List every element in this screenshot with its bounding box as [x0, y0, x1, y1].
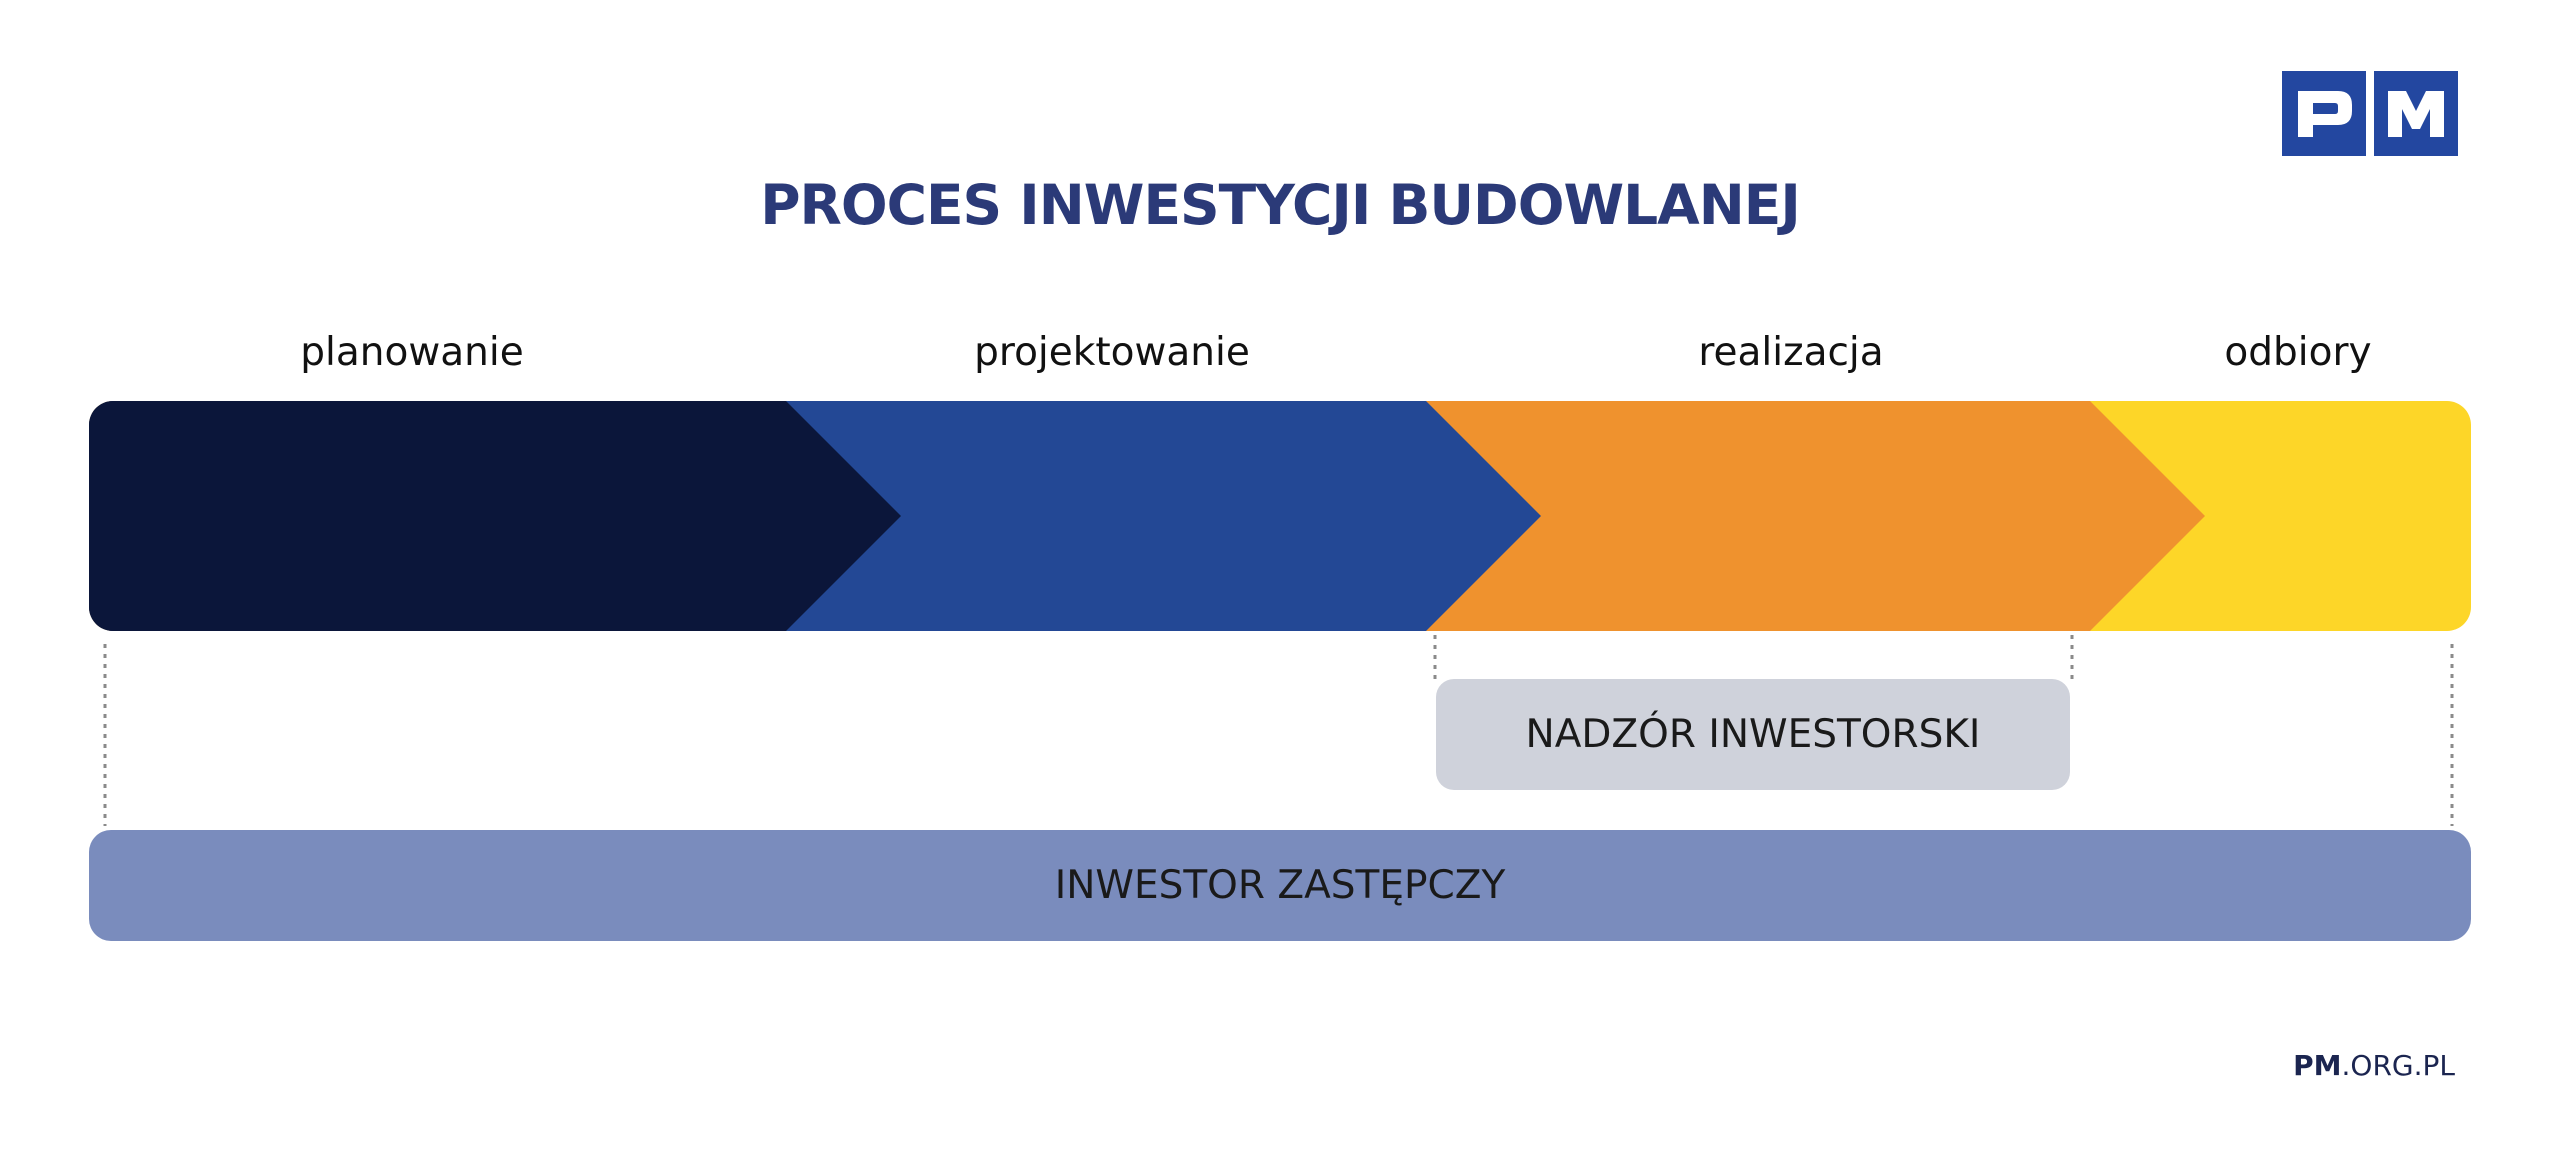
phase-block-planowanie [89, 401, 901, 631]
phase-label-planowanie: planowanie [300, 330, 524, 375]
phase-label-projektowanie: projektowanie [974, 330, 1250, 375]
phase-label-odbiory: odbiory [2224, 330, 2372, 375]
footer-url-bold: PM [2293, 1049, 2342, 1082]
footer-url-rest: .ORG.PL [2341, 1049, 2455, 1082]
page-title: PROCES INWESTYCJI BUDOWLANEJ [760, 173, 1801, 237]
inwestor-zastepczy-label: INWESTOR ZASTĘPCZY [1054, 863, 1506, 908]
footer-url: PM.ORG.PL [2293, 1048, 2455, 1084]
nadzor-inwestorski-box: NADZÓR INWESTORSKI [1436, 679, 2070, 790]
pm-logo [2282, 71, 2458, 156]
nadzor-inwestorski-label: NADZÓR INWESTORSKI [1525, 712, 1981, 757]
phase-label-realizacja: realizacja [1698, 330, 1884, 375]
inwestor-zastepczy-box: INWESTOR ZASTĘPCZY [89, 830, 2471, 941]
